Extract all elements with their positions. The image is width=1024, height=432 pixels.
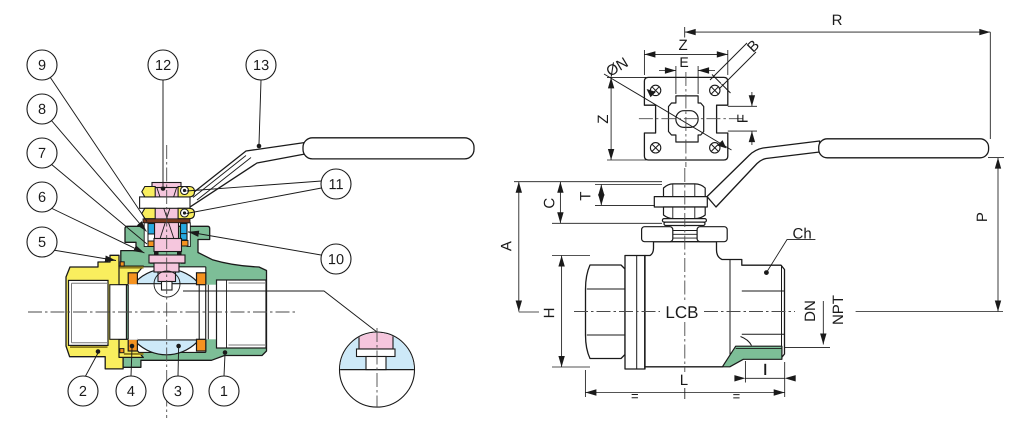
- svg-text:T: T: [577, 192, 594, 201]
- svg-text:8: 8: [38, 102, 46, 118]
- svg-text:9: 9: [38, 58, 46, 74]
- svg-text:12: 12: [155, 58, 171, 74]
- svg-text:3: 3: [174, 384, 182, 400]
- svg-text:LCB: LCB: [665, 303, 698, 322]
- svg-text:2: 2: [79, 384, 87, 400]
- svg-text:E: E: [679, 54, 688, 70]
- svg-text:F: F: [735, 114, 752, 123]
- svg-text:DN: DN: [802, 300, 819, 322]
- svg-text:1: 1: [220, 384, 228, 400]
- svg-text:6: 6: [38, 190, 46, 206]
- svg-text:5: 5: [38, 235, 46, 251]
- svg-text:4: 4: [127, 384, 135, 400]
- svg-text:10: 10: [328, 252, 344, 268]
- svg-text:Ch: Ch: [792, 226, 811, 243]
- svg-text:P: P: [974, 212, 991, 222]
- svg-text:H: H: [541, 307, 558, 318]
- svg-text:R: R: [832, 12, 843, 29]
- svg-text:11: 11: [328, 177, 343, 193]
- svg-text:7: 7: [38, 146, 46, 162]
- svg-text:L: L: [680, 372, 688, 389]
- svg-text:=: =: [733, 388, 741, 403]
- svg-text:NPT: NPT: [830, 295, 847, 325]
- svg-text:=: =: [631, 388, 639, 403]
- svg-text:C: C: [541, 198, 558, 209]
- svg-text:A: A: [498, 241, 515, 251]
- svg-text:B: B: [744, 37, 763, 56]
- svg-text:13: 13: [253, 58, 269, 74]
- svg-text:Z: Z: [679, 37, 688, 54]
- svg-text:Z: Z: [595, 115, 612, 124]
